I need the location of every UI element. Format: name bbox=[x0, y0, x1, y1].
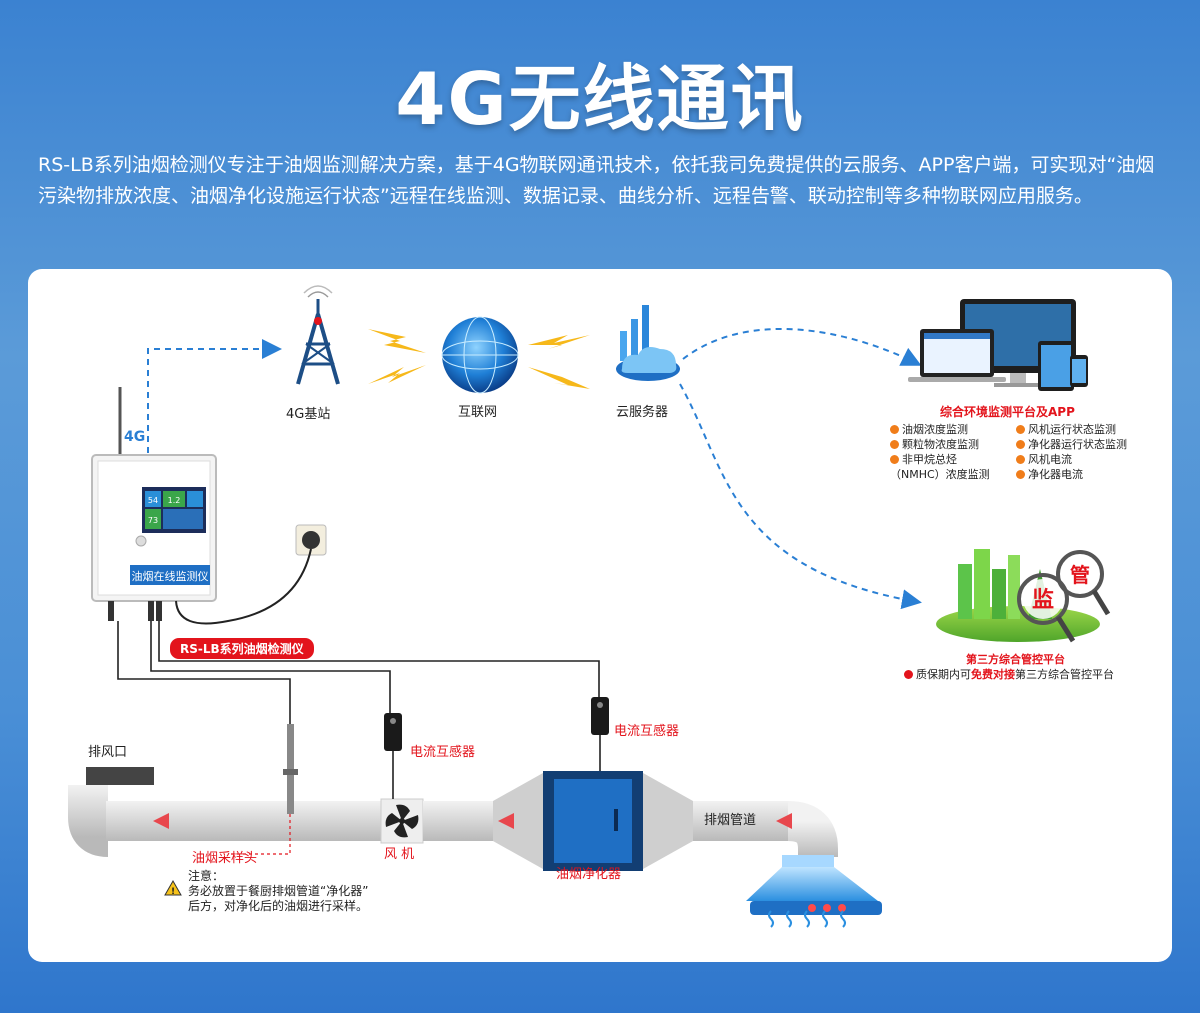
current-sensor-1-icon bbox=[384, 713, 402, 799]
third-party-title: 第三方综合管控平台 bbox=[966, 653, 1065, 666]
link-device-tower bbox=[147, 339, 282, 453]
label-fan: 风 机 bbox=[384, 847, 415, 862]
sampling-note: 注意： 务必放置于餐厨排烟管道“净化器” 后方，对净化后的油烟进行采样。 bbox=[188, 869, 368, 914]
svg-text:!: ! bbox=[171, 887, 175, 897]
page-title: 4G无线通讯 bbox=[395, 57, 805, 141]
link-cloud-thirdparty bbox=[679, 383, 922, 610]
warning-icon: ! bbox=[164, 879, 182, 897]
feature-item: 油烟浓度监测 bbox=[890, 422, 990, 437]
feature-item: 净化器运行状态监测 bbox=[1016, 437, 1127, 452]
note-line-1: 务必放置于餐厨排烟管道“净化器” bbox=[188, 884, 369, 898]
exhaust-duct bbox=[68, 767, 838, 871]
cabinet-screen-label: 油烟在线监测仪 bbox=[132, 569, 209, 583]
globe-icon bbox=[441, 316, 519, 394]
diagram-panel: 监 管 54 1.2 73 油烟在线监测仪 bbox=[28, 269, 1172, 962]
platform-title: 综合环境监测平台及APP bbox=[940, 405, 1075, 419]
third-party-landscape-icon: 监 管 bbox=[936, 549, 1111, 643]
note-title: 注意： bbox=[188, 869, 225, 883]
current-sensor-2-icon bbox=[591, 697, 609, 771]
label-sampling-head: 油烟采样头 bbox=[192, 851, 258, 866]
tower-icon bbox=[296, 285, 340, 385]
label-cloud-server: 云服务器 bbox=[616, 405, 669, 420]
label-internet: 互联网 bbox=[458, 405, 498, 420]
label-4g-signal: 4G bbox=[124, 429, 146, 445]
diagram-canvas: 监 管 54 1.2 73 油烟在线监测仪 bbox=[68, 285, 1111, 928]
device-model-tag: RS-LB系列油烟检测仪 bbox=[170, 638, 314, 659]
range-hood-icon bbox=[746, 855, 882, 928]
sign-jian: 监 bbox=[1032, 587, 1054, 613]
screen-value-2: 1.2 bbox=[168, 496, 181, 505]
platform-features-right: 风机运行状态监测 净化器运行状态监测 风机电流 净化器电流 bbox=[1016, 422, 1127, 482]
feature-item: 风机运行状态监测 bbox=[1016, 422, 1127, 437]
label-exhaust-duct: 排烟管道 bbox=[704, 813, 757, 828]
sampling-probe bbox=[228, 724, 298, 855]
link-cloud-platform bbox=[682, 328, 922, 366]
sign-guan: 管 bbox=[1070, 563, 1090, 587]
intro-paragraph: RS-LB系列油烟检测仪专注于油烟监测解决方案，基于4G物联网通讯技术，依托我司… bbox=[38, 154, 1155, 207]
platform-devices-icon bbox=[908, 299, 1088, 391]
feature-item: 风机电流 bbox=[1016, 452, 1127, 467]
screen-value-3: 73 bbox=[148, 516, 158, 525]
cloud-server-icon bbox=[616, 305, 680, 381]
screen-value-1: 54 bbox=[148, 496, 158, 505]
label-purifier: 油烟净化器 bbox=[556, 867, 622, 882]
feature-item: 净化器电流 bbox=[1016, 467, 1127, 482]
lightning-icon bbox=[368, 329, 590, 389]
fan-icon bbox=[385, 804, 419, 838]
feature-item: （NMHC）浓度监测 bbox=[890, 468, 990, 481]
feature-item: 非甲烷总烃 bbox=[890, 452, 990, 467]
flow-arrows bbox=[153, 813, 792, 829]
label-current-sensor-2: 电流互感器 bbox=[614, 724, 680, 739]
monitor-cabinet: 54 1.2 73 油烟在线监测仪 bbox=[91, 387, 217, 621]
feature-item: 颗粒物浓度监测 bbox=[890, 437, 990, 452]
signal-wires bbox=[117, 621, 600, 759]
power-socket-icon bbox=[175, 524, 327, 625]
third-party-note: 质保期内可免费对接第三方综合管控平台 bbox=[904, 666, 1114, 682]
label-current-sensor-1: 电流互感器 bbox=[410, 745, 476, 760]
label-exhaust-outlet: 排风口 bbox=[88, 745, 128, 760]
note-line-2: 后方，对净化后的油烟进行采样。 bbox=[188, 899, 369, 913]
platform-features-left: 油烟浓度监测 颗粒物浓度监测 非甲烷总烃 （NMHC）浓度监测 bbox=[890, 422, 990, 482]
label-base-station: 4G基站 bbox=[286, 407, 331, 422]
